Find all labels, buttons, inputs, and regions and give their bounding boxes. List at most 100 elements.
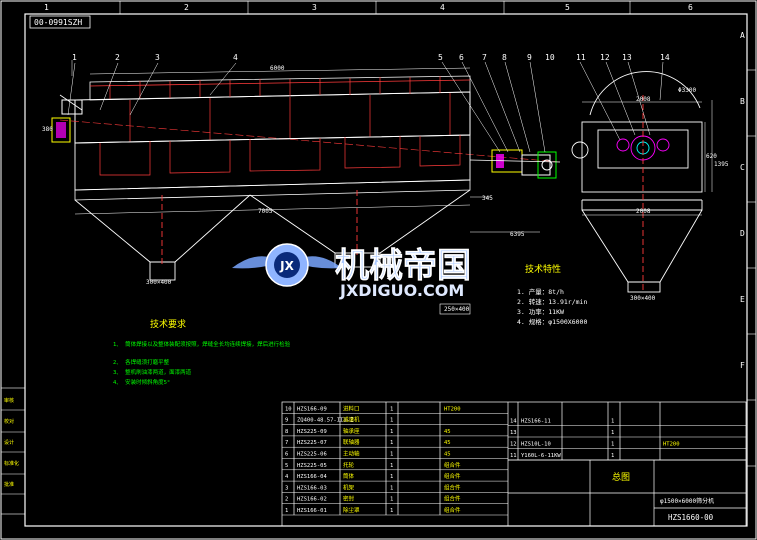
tech-spec-4: 4. 规格：φ1500X6000 (517, 317, 587, 326)
dimension-lines (71, 60, 540, 233)
title-code: HZS1660-00 (668, 513, 714, 522)
bom-code: HZS166-09 (297, 406, 327, 412)
grid-col-1: 1 (44, 3, 49, 12)
callout-5: 5 (438, 53, 443, 62)
callout-12: 12 (600, 53, 610, 62)
dim-side-bottom: 2008 (636, 208, 651, 215)
watermark-logo: JX 机械帝国 JXDIGUO.COM (232, 243, 471, 300)
callout-4: 4 (233, 53, 238, 62)
bom-qty: 1 (611, 419, 614, 425)
bom-no: 3 (285, 485, 288, 491)
bom-code: HZS225-09 (297, 429, 327, 435)
bom-no: 14 (510, 419, 517, 425)
bom-name: 联轴器 (343, 438, 360, 446)
dim-right-x: 6395 (510, 231, 525, 238)
grid-col-2: 2 (184, 3, 189, 12)
tech-spec-1: 1. 产量：8t/h (517, 287, 564, 296)
tech-req-title: 技术要求 (150, 318, 186, 330)
bom-mat: 组合件 (444, 495, 461, 503)
bom-no: 10 (285, 406, 292, 412)
tech-spec-3: 3. 功率：11KW (517, 307, 564, 316)
dim-top-length: 6000 (270, 65, 285, 72)
dim-side-h1: 620 (706, 153, 717, 160)
bom-no: 4 (285, 474, 289, 480)
bom-name: 托轮 (343, 461, 355, 469)
grid-row-a: A (740, 31, 745, 40)
callout-6: 6 (459, 53, 464, 62)
bom-mat: 组合件 (444, 506, 461, 514)
bom-no: 8 (285, 429, 288, 435)
dim-side-top: 2008 (636, 96, 651, 103)
drive-unit (469, 149, 561, 179)
drum-assembly (59, 75, 561, 201)
bom-code: HZS166-01 (297, 508, 327, 514)
bom-qty: 1 (390, 452, 393, 458)
title-spec: φ1500×6000筛分机 (660, 497, 714, 505)
bom-name: 减速机 (343, 416, 360, 424)
tech-req-4: 4、 安装时倾斜角度5° (113, 378, 170, 386)
callout-2: 2 (115, 53, 120, 62)
callout-3: 3 (155, 53, 160, 62)
hopper (74, 189, 471, 281)
bom-qty: 1 (390, 485, 393, 491)
bom-qty: 1 (390, 474, 393, 480)
bom-mat: 组合件 (444, 461, 461, 469)
bom-no: 9 (285, 418, 288, 424)
bom-code: HZS225-06 (297, 452, 327, 458)
bom-code: ZQ400-48.57-III-Z (297, 418, 354, 424)
tech-req-1: 1、 筒体焊接以及整体装配须按照，焊缝全长均连续焊接，焊后进行检验 (113, 340, 291, 348)
bom-no: 6 (285, 452, 288, 458)
callout-1: 1 (72, 53, 77, 62)
bom-no: 5 (285, 463, 288, 469)
callout-13: 13 (622, 53, 632, 62)
bom-qty: 1 (390, 508, 393, 514)
tech-req-3: 3、 整机刷油漆两道，面漆两道 (113, 368, 192, 376)
grid-col-4: 4 (440, 3, 445, 12)
bom-qty: 1 (611, 430, 614, 436)
bom-mat: 45 (444, 440, 451, 446)
bom-code: HZS166-03 (297, 485, 327, 491)
bom-code: HZS225-07 (297, 440, 327, 446)
dim-345: 345 (482, 195, 493, 202)
bom-mat: 45 (444, 452, 451, 458)
callout-10: 10 (545, 53, 555, 62)
grid-row-b: B (740, 97, 745, 106)
bom-name: 筒体 (343, 472, 355, 480)
bom-no: 12 (510, 442, 517, 448)
grid-row-e: E (740, 295, 745, 304)
bom-qty: 1 (390, 440, 393, 446)
bom-qty: 1 (390, 418, 393, 424)
dim-side-h2: 1395 (714, 161, 729, 168)
bom-mat: 组合件 (444, 483, 461, 491)
bom-qty: 1 (390, 463, 393, 469)
feed-end (51, 94, 83, 143)
title-drawing-name: 总图 (612, 471, 630, 483)
callout-9: 9 (527, 53, 532, 62)
code-box-text: 00-0991SZH (34, 18, 82, 27)
svg-text:JX: JX (279, 259, 294, 273)
bom-code: HZS166-11 (521, 419, 551, 425)
bom-no: 2 (285, 497, 288, 503)
sign-label-4: 批准 (4, 481, 14, 488)
bom-code: HZS10L-10 (521, 442, 551, 448)
drum-ribs (109, 76, 441, 99)
watermark-cn: 机械帝国 (335, 246, 471, 286)
bom-no: 11 (510, 453, 517, 459)
bom-qty: 1 (390, 497, 393, 503)
bom-qty: 1 (390, 429, 393, 435)
sign-label-2: 设计 (4, 439, 14, 446)
grid-col-5: 5 (565, 3, 570, 12)
grid-row-c: C (740, 163, 745, 172)
bom-name: 主动轴 (343, 450, 360, 458)
code-box (29, 15, 91, 29)
bom-no: 13 (510, 430, 517, 436)
tech-req-2: 2、 各焊缝须打磨平整 (113, 358, 170, 366)
dim-outlet-left: 300×400 (146, 279, 172, 286)
bom-mat: HT200 (444, 406, 461, 412)
bom-qty: 1 (611, 453, 614, 459)
sign-label-3: 标准化 (4, 460, 19, 467)
watermark-en: JXDIGUO.COM (339, 281, 464, 300)
